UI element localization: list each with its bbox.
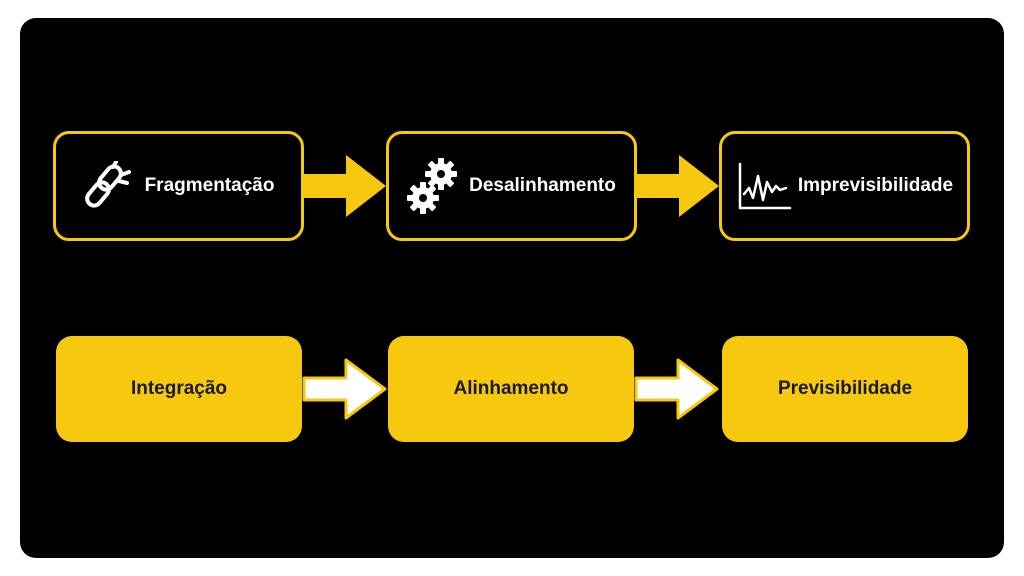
arrow-solution-2-to-3 — [634, 358, 719, 420]
solution-integracao-label: Integração — [130, 378, 228, 399]
solution-previsibilidade-box: Previsibilidade — [722, 336, 968, 442]
volatile-chart-icon — [736, 160, 792, 212]
problem-fragmentacao-box: Fragmentação — [53, 131, 304, 241]
broken-link-icon — [83, 161, 139, 211]
gears-icon — [407, 156, 463, 216]
problem-desalinhamento-box: Desalinhamento — [386, 131, 637, 241]
solution-alinhamento-box: Alinhamento — [388, 336, 634, 442]
problem-desalinhamento-label: Desalinhamento — [469, 175, 616, 196]
arrow-solution-1-to-2 — [302, 358, 387, 420]
problem-imprevisibilidade-box: Imprevisibilidade — [719, 131, 970, 241]
solution-integracao-box: Integração — [56, 336, 302, 442]
solution-alinhamento-label: Alinhamento — [453, 378, 569, 399]
arrow-problem-2-to-3 — [637, 155, 719, 217]
arrow-problem-1-to-2 — [304, 155, 386, 217]
solution-previsibilidade-label: Previsibilidade — [777, 378, 913, 399]
problem-fragmentacao-label: Fragmentação — [144, 175, 275, 196]
problem-imprevisibilidade-label: Imprevisibilidade — [797, 175, 954, 196]
diagram-canvas — [20, 18, 1004, 558]
